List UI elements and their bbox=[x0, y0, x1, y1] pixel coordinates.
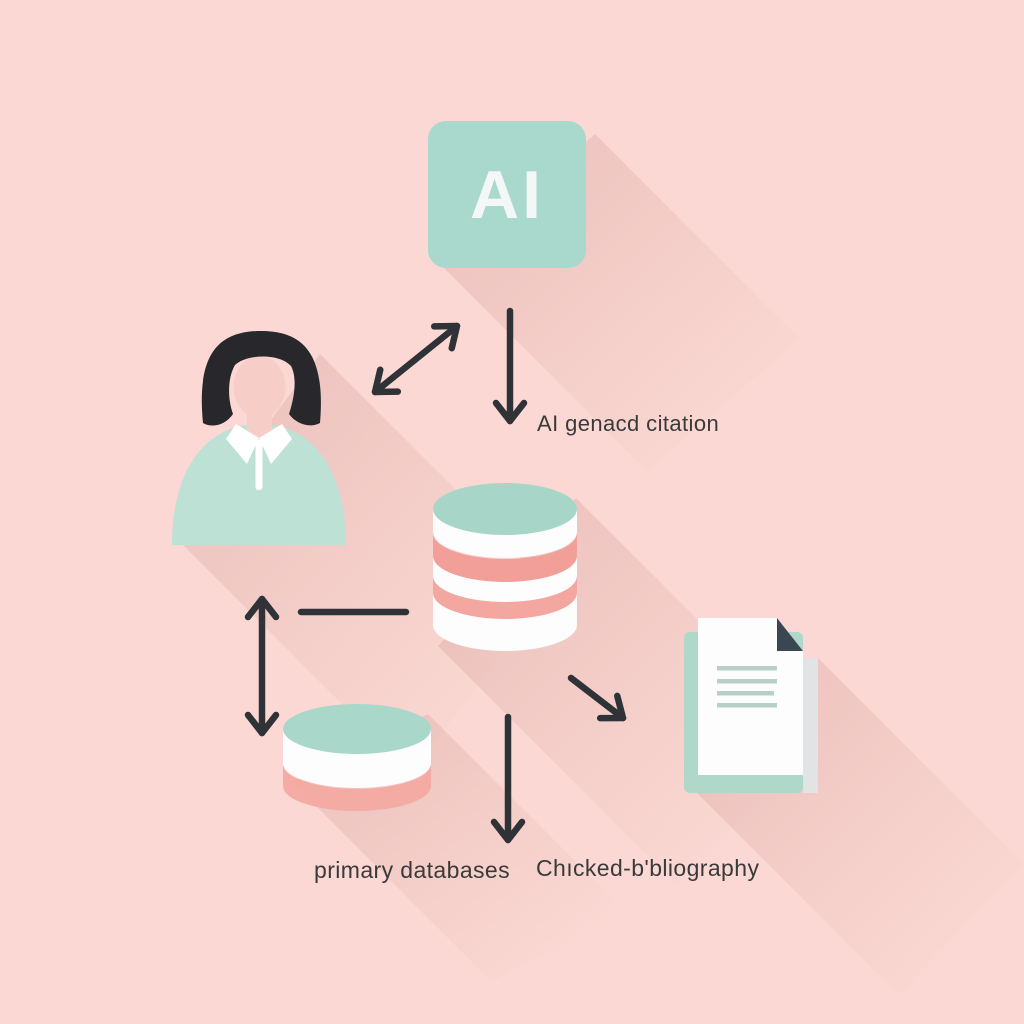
caption-checked-bibliography: Chıcked-b'bliography bbox=[536, 855, 760, 881]
pink-band-2 bbox=[433, 576, 577, 619]
page-edge bbox=[803, 658, 818, 793]
ai-box-label: AI bbox=[470, 156, 544, 233]
face-shape bbox=[233, 356, 286, 418]
hair-shape bbox=[201, 331, 321, 426]
caption-ai-generated-citation: AI genacd citation bbox=[537, 411, 720, 436]
pink-band-1 bbox=[433, 533, 577, 582]
disc-pink-base bbox=[283, 764, 431, 811]
collar-left bbox=[226, 424, 259, 464]
caption-primary-databases: primary databases bbox=[314, 857, 510, 883]
database-top bbox=[433, 483, 577, 535]
shirt-placket bbox=[255, 440, 263, 490]
ai-box-shape bbox=[428, 121, 586, 268]
document-icon bbox=[684, 618, 818, 793]
disc-top bbox=[283, 704, 431, 754]
ai-box-icon bbox=[428, 121, 586, 268]
folded-corner bbox=[777, 618, 803, 651]
database-icon bbox=[433, 483, 577, 651]
researcher-icon bbox=[172, 331, 346, 545]
ai-researcher-arrow bbox=[371, 322, 461, 396]
connections bbox=[244, 307, 627, 844]
small-database-icon bbox=[283, 704, 431, 811]
page-shape bbox=[698, 618, 803, 775]
collar-right bbox=[259, 424, 292, 464]
page-text-lines bbox=[717, 666, 777, 708]
database-to-document-arrow bbox=[567, 674, 627, 722]
